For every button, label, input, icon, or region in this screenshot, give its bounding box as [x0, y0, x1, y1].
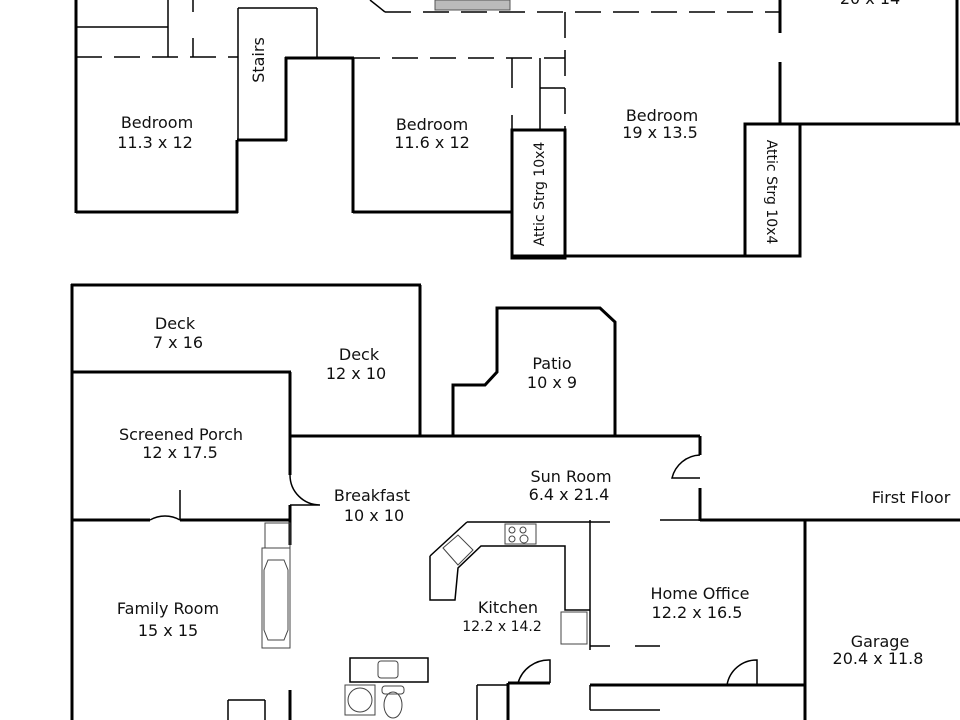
bedroom-3-size: 19 x 13.5	[622, 123, 698, 142]
bath-sink-icon	[377, 660, 399, 679]
screened-porch-size: 12 x 17.5	[142, 443, 218, 462]
partial-room-size: 20 x 14	[840, 0, 900, 8]
sun-room-name: Sun Room	[530, 467, 611, 486]
sink-icon	[442, 534, 474, 566]
patio-name: Patio	[532, 354, 571, 373]
toilet-icon	[383, 691, 403, 719]
patio-size: 10 x 9	[527, 373, 577, 392]
home-office-name: Home Office	[650, 584, 749, 603]
family-room-name: Family Room	[117, 599, 219, 618]
kitchen-name: Kitchen	[478, 598, 538, 617]
deck-1-size: 7 x 16	[153, 333, 203, 352]
bedroom-1-name: Bedroom	[121, 113, 193, 132]
stairs-label: Stairs	[249, 37, 268, 83]
screened-porch-name: Screened Porch	[119, 425, 243, 444]
floor-label: First Floor	[872, 488, 951, 507]
bedroom-1-size: 11.3 x 12	[117, 133, 193, 152]
fixtures	[261, 521, 610, 719]
deck-1-name: Deck	[155, 314, 196, 333]
family-room-size: 15 x 15	[138, 621, 198, 640]
bedroom-2-size: 11.6 x 12	[394, 133, 470, 152]
breakfast-size: 10 x 10	[344, 506, 404, 525]
garage-size: 20.4 x 11.8	[833, 649, 924, 668]
stove-icon	[504, 523, 537, 545]
garage-name: Garage	[851, 632, 910, 651]
deck-2-size: 12 x 10	[326, 364, 386, 383]
refrigerator-icon	[560, 611, 588, 645]
attic-1-label: Attic Strg 10x4	[532, 142, 548, 247]
first-floor-walls	[70, 283, 960, 720]
breakfast-name: Breakfast	[334, 486, 410, 505]
bedroom-3-name: Bedroom	[626, 106, 698, 125]
deck-2-name: Deck	[339, 345, 380, 364]
upper-floor-walls	[74, 0, 960, 260]
bedroom-2-name: Bedroom	[396, 115, 468, 134]
home-office-size: 12.2 x 16.5	[652, 603, 743, 622]
kitchen-size: 12.2 x 14.2	[462, 619, 542, 635]
attic-2-label: Attic Strg 10x4	[763, 140, 779, 245]
sun-room-size: 6.4 x 21.4	[529, 485, 610, 504]
